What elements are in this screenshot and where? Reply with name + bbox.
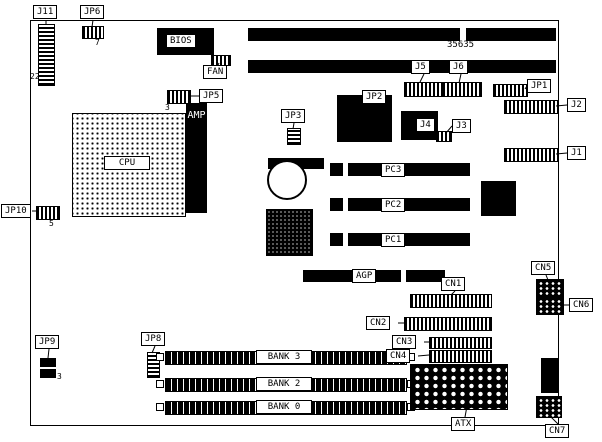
dimm-bank-2-clip-left [156, 380, 164, 388]
dimm-bank-3-label: BANK 3 [256, 350, 312, 364]
pci-slot-2-segment-b [348, 198, 470, 211]
callout-j4: J4 [416, 118, 435, 132]
jp10-pin-count: 5 [49, 219, 54, 228]
jp6-jumper [82, 26, 104, 39]
callout-j2: J2 [567, 98, 586, 112]
south-bridge-chip [481, 181, 516, 216]
callout-jp2: JP2 [362, 90, 387, 104]
cpu-label: CPU [104, 156, 150, 170]
callout-j11: J11 [33, 5, 58, 19]
cn3-connector [429, 337, 492, 349]
callout-jp9: JP9 [35, 335, 60, 349]
jp9-jumper-b [40, 369, 56, 378]
callout-cn3: CN3 [392, 335, 417, 349]
jp6-pin-count: 7 [95, 38, 100, 47]
callout-j3: J3 [452, 119, 471, 133]
dimm-bank-0-clip-left [156, 403, 164, 411]
jp9-pin-count: 3 [57, 372, 62, 381]
cn5-connector [536, 279, 564, 297]
cn2-connector [404, 317, 492, 331]
callout-j6: J6 [449, 60, 468, 74]
j6-connector [442, 82, 482, 97]
callout-cn4: CN4 [386, 349, 411, 363]
jp9-jumper-a [40, 358, 56, 367]
callout-cn1: CN1 [441, 277, 466, 291]
j11-pin-count: 22 [30, 72, 40, 81]
pci-slot-3-segment-a [330, 163, 343, 176]
isa-slot-2-segment-b [466, 60, 556, 73]
isa-slot-1-segment-b [466, 28, 556, 41]
jp1-connector [493, 84, 528, 97]
callout-jp6: JP6 [80, 5, 105, 19]
dimm-bank-2-label: BANK 2 [256, 377, 312, 391]
cn1-connector [410, 294, 492, 308]
callout-jp8: JP8 [141, 332, 166, 346]
pci-slot-1-label: PC1 [381, 233, 406, 247]
callout-cn6: CN6 [569, 298, 594, 312]
j3-connector [436, 131, 452, 142]
dimm-bank-0-label: BANK 0 [256, 400, 312, 414]
isa-slot-1-segment-a [248, 28, 460, 41]
pci-slot-3-label: PC3 [381, 163, 406, 177]
callout-j5: J5 [411, 60, 430, 74]
pci-slot-1-segment-a [330, 233, 343, 246]
callout-jp10: JP10 [1, 204, 31, 218]
capacitor [267, 160, 307, 200]
amp-regulator: AMP [186, 103, 207, 213]
callout-jp3: JP3 [281, 109, 306, 123]
callout-cn7: CN7 [545, 424, 570, 438]
callout-jp1: JP1 [527, 79, 552, 93]
atx-power-connector [410, 364, 508, 410]
pci-slot-2-label: PC2 [381, 198, 406, 212]
part-number: 35635 [447, 40, 475, 50]
isa-slot-2-segment-a [248, 60, 460, 73]
north-bridge-chip [266, 209, 313, 256]
dimm-bank-3-clip-left [156, 353, 164, 361]
j1-connector [504, 148, 558, 162]
jp10-jumper [36, 206, 60, 220]
jp5-jumper [167, 90, 191, 104]
jp5-pin-count: 3 [165, 103, 170, 112]
pci-slot-2-segment-a [330, 198, 343, 211]
j2-connector [504, 100, 558, 114]
bios-label: BIOS [166, 34, 196, 48]
keyboard-connector [541, 358, 558, 393]
agp-slot-label: AGP [352, 269, 377, 283]
agp-slot-segment-b [406, 270, 445, 282]
pci-slot-1-segment-b [348, 233, 470, 246]
jp3-jumper [287, 128, 301, 145]
cn6-connector [536, 297, 564, 315]
j5-connector [404, 82, 442, 97]
callout-cn5: CN5 [531, 261, 556, 275]
callout-j1: J1 [567, 146, 586, 160]
callout-fan: FAN [203, 65, 228, 79]
j11-connector [38, 24, 55, 86]
cn7-connector [536, 396, 562, 418]
callout-cn2: CN2 [366, 316, 391, 330]
pci-slot-3-segment-b [348, 163, 470, 176]
callout-atx: ATX [451, 417, 476, 431]
callout-jp5: JP5 [199, 89, 224, 103]
cn4-connector [429, 350, 492, 363]
